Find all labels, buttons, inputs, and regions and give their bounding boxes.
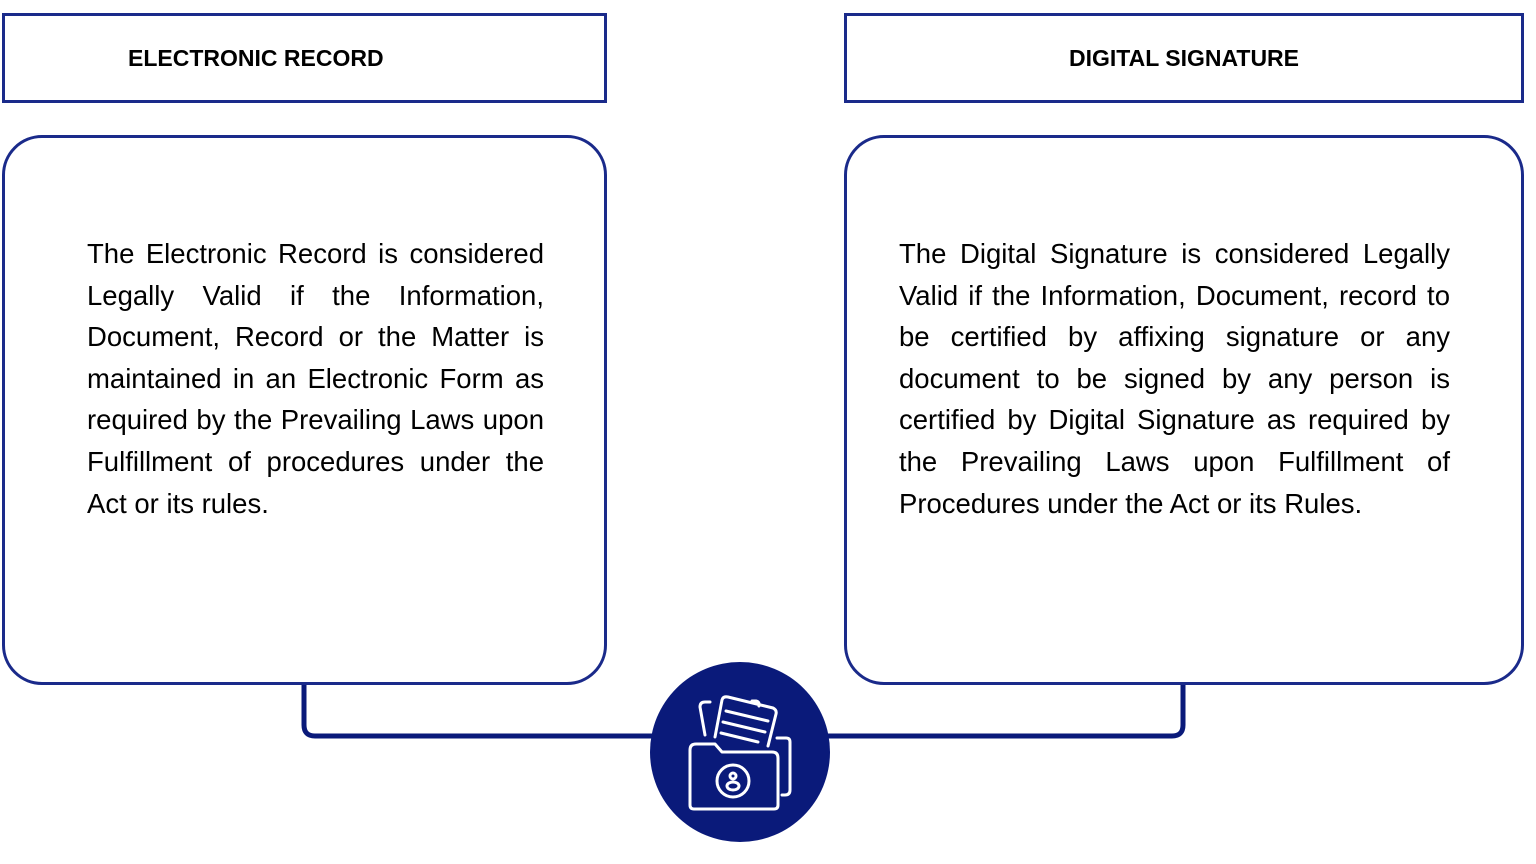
electronic-record-header: ELECTRONIC RECORD	[2, 13, 607, 103]
electronic-record-card	[2, 135, 607, 685]
electronic-record-title: ELECTRONIC RECORD	[128, 44, 384, 71]
electronic-record-description: The Electronic Record is considered Lega…	[87, 238, 544, 519]
digital-signature-description: The Digital Signature is considered Lega…	[899, 238, 1450, 519]
digital-signature-title: DIGITAL SIGNATURE	[1069, 44, 1299, 71]
digital-signature-header: DIGITAL SIGNATURE	[844, 13, 1524, 103]
digital-signature-card	[844, 135, 1524, 685]
folder-documents-user-icon	[688, 695, 792, 811]
